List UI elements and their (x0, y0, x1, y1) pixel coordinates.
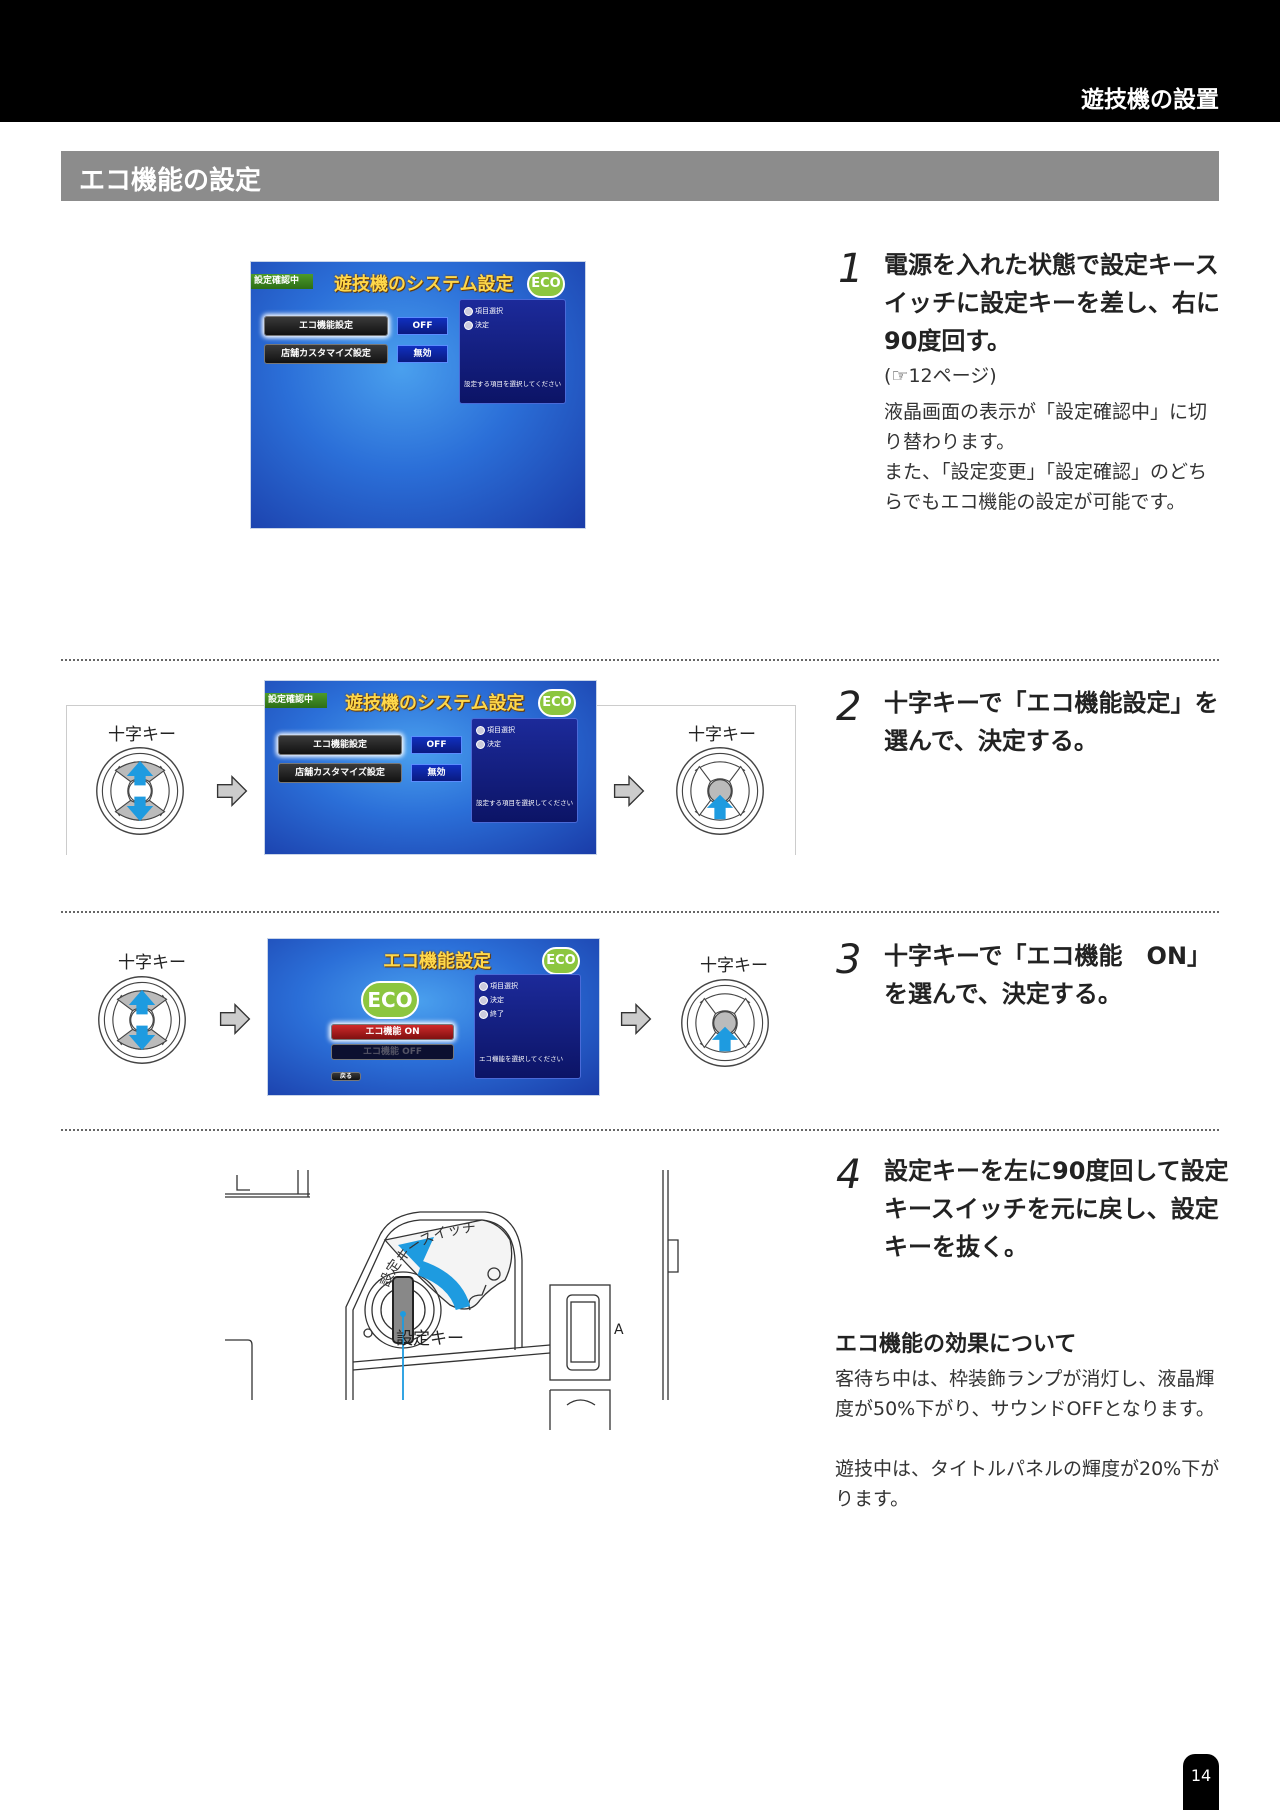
rotate-arrow-icon (417, 1260, 471, 1311)
section-bar: エコ機能の設定 (61, 151, 1219, 201)
step-number: 1 (838, 246, 864, 292)
switch-housing (345, 1211, 523, 1400)
menu-store-custom: 店舗カスタマイズ設定 (278, 763, 402, 783)
help-panel: 項目選択 決定 設定する項目を選択してください (459, 299, 566, 404)
help-message: エコ機能を選択してください (479, 1055, 564, 1063)
step-heading: 十字キーで「エコ機能設定」を選んで、決定する。 (884, 689, 1219, 755)
page-number: 14 (1183, 1754, 1219, 1810)
status-tag: 設定確認中 (251, 274, 313, 289)
step-heading: 電源を入れた状態で設定キースイッチに設定キーを差し、右に90度回す。 (884, 251, 1220, 355)
crosskey-enter-icon (673, 744, 767, 838)
section-title: エコ機能の設定 (79, 166, 262, 196)
status-tag: 設定確認中 (265, 693, 327, 708)
frame-lines (225, 1339, 253, 1400)
exit-icon (479, 1009, 488, 1019)
eco-logo: ECO (542, 947, 580, 975)
eco-logo: ECO (527, 270, 565, 298)
step-body: 液晶画面の表示が「設定確認中」に切り替わります。 (884, 401, 1208, 453)
menu-store-value: 無効 (397, 345, 448, 363)
step-number: 4 (836, 1152, 862, 1198)
menu-eco-value: OFF (397, 317, 448, 335)
a-label: A (614, 1322, 624, 1338)
crosskey-label: 十字キー (688, 725, 756, 745)
divider (61, 659, 1219, 661)
arrow-right-icon (217, 1001, 253, 1037)
menu-eco-value: OFF (411, 736, 462, 754)
button-icon (479, 995, 488, 1005)
step-body: また、「設定変更」「設定確認」のどちらでもエコ機能の設定が可能です。 (884, 461, 1208, 513)
step-heading: 設定キーを左に90度回して設定キースイッチを元に戻し、設定キーを抜く。 (884, 1157, 1229, 1261)
divider (61, 911, 1219, 913)
lcd-screen-system-settings: 設定確認中 遊技機のシステム設定 ECO エコ機能設定 OFF 店舗カスタマイズ… (250, 261, 586, 529)
lcd-screen-eco-setting: エコ機能設定 ECO ECO エコ機能 ON エコ機能 OFF 戻る 項目選択 … (267, 938, 600, 1096)
crosskey-icon (479, 981, 488, 991)
help-item: 決定 (479, 995, 504, 1005)
menu-eco-setting: エコ機能設定 (264, 316, 388, 336)
screen-title: エコ機能設定 (383, 951, 491, 972)
menu-store-custom: 店舗カスタマイズ設定 (264, 344, 388, 364)
arrow-right-icon (611, 773, 647, 809)
chapter-title: 遊技機の設置 (1081, 87, 1219, 113)
help-item: 項目選択 (464, 306, 503, 316)
effects-body: 遊技中は、タイトルパネルの輝度が20%下がります。 (835, 1458, 1220, 1510)
crosskey-icon (476, 725, 485, 735)
crosskey-updown-icon (93, 744, 187, 838)
help-item: 決定 (464, 320, 489, 330)
help-panel: 項目選択 決定 終了 エコ機能を選択してください (474, 974, 581, 1079)
effects-title: エコ機能の効果について (835, 1332, 1077, 1357)
step-number: 3 (836, 937, 862, 983)
effects-body: 客待ち中は、枠装飾ランプが消灯し、液晶輝度が50%下がり、サウンドOFFとなりま… (835, 1368, 1215, 1420)
arrow-right-icon (214, 773, 250, 809)
page-ref: (☞12ページ) (884, 365, 997, 387)
lcd-screen-system-settings: 設定確認中 遊技機のシステム設定 ECO エコ機能設定 OFF 店舗カスタマイズ… (264, 680, 597, 855)
arrow-right-icon (618, 1001, 654, 1037)
help-message: 設定する項目を選択してください (464, 380, 562, 388)
crosskey-icon (464, 306, 473, 316)
key-switch-diagram: 設定キースイッチ (225, 1170, 679, 1430)
crosskey-label: 十字キー (108, 725, 176, 745)
step-number: 2 (836, 684, 862, 730)
help-item: 決定 (476, 739, 501, 749)
help-message: 設定する項目を選択してください (476, 799, 574, 807)
back-label: 戻る (331, 1072, 361, 1081)
page-header: 遊技機の設置 (0, 0, 1280, 122)
screen-title: 遊技機のシステム設定 (334, 274, 514, 295)
crosskey-enter-icon (678, 976, 772, 1070)
button-icon (476, 739, 485, 749)
eco-logo: ECO (538, 689, 576, 717)
help-item: 終了 (479, 1009, 504, 1019)
step-heading: 十字キーで「エコ機能 ON」を選んで、決定する。 (884, 942, 1212, 1008)
screen-title: 遊技機のシステム設定 (345, 693, 525, 714)
help-item: 項目選択 (476, 725, 515, 735)
key-label: 設定キー (396, 1329, 464, 1349)
frame-lines (225, 1170, 310, 1198)
button-icon (464, 320, 473, 330)
menu-eco-setting: エコ機能設定 (278, 735, 402, 755)
menu-store-value: 無効 (411, 764, 462, 782)
divider (61, 1129, 1219, 1131)
help-item: 項目選択 (479, 981, 518, 991)
help-panel: 項目選択 決定 設定する項目を選択してください (471, 718, 578, 823)
option-eco-on: エコ機能 ON (331, 1024, 454, 1040)
eco-big-logo: ECO (361, 981, 419, 1019)
crosskey-updown-icon (95, 973, 189, 1067)
crosskey-label: 十字キー (700, 956, 768, 976)
option-eco-off: エコ機能 OFF (331, 1044, 454, 1060)
crosskey-label: 十字キー (118, 953, 186, 973)
